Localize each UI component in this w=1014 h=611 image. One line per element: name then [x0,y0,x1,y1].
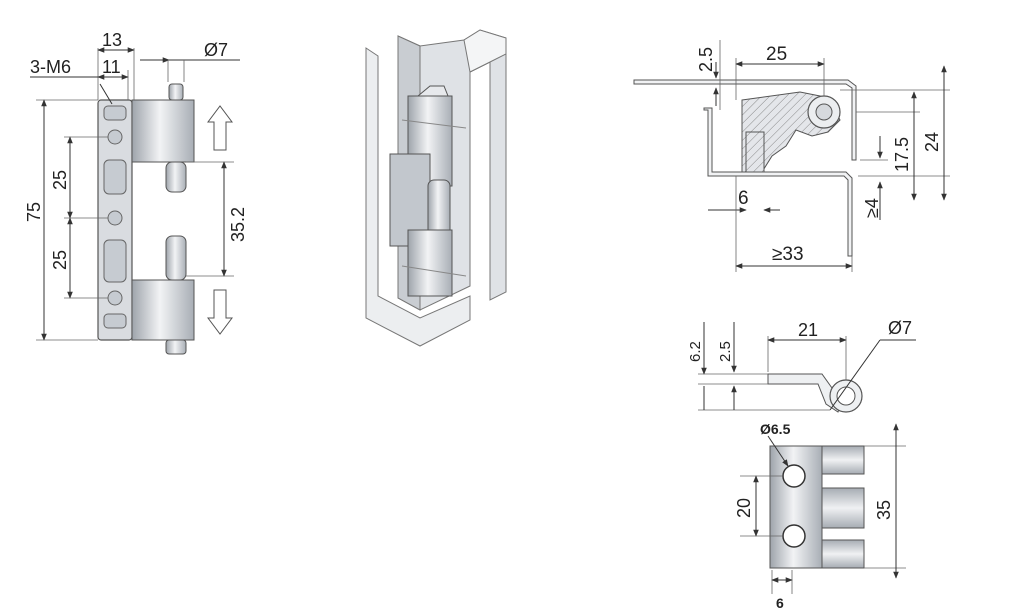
isometric-view [365,29,507,347]
front-view: 13 11 3-M6 Ø7 75 25 25 35.2 [24,30,248,355]
mounting-hole [107,210,123,226]
mounting-hole [107,129,123,145]
arrow-down-icon [207,289,233,335]
pin-top [165,161,187,193]
dim-25-top: 25 [50,170,70,190]
arrow-up-icon [207,105,233,151]
dim-17-5: 17.5 [892,137,912,172]
pin-bottom [165,235,187,281]
mounting-slot [103,239,127,283]
knuckle-bottom [131,279,195,341]
dim-leaf-2-5: 2.5 [717,341,734,362]
dim-25: 25 [766,44,787,65]
dim-gap-4: ≥4 [862,198,882,218]
dim-21: 21 [798,320,818,340]
leaf-knuckle [821,539,865,569]
section-view: 2.5 25 24 17.5 6 ≥4 ≥33 [633,40,950,272]
dim-35-2: 35.2 [228,207,248,242]
dim-13: 13 [102,30,122,50]
mounting-hole [107,290,123,306]
leaf-profile [767,373,843,413]
mounting-slot [103,105,127,121]
dim-11: 11 [102,57,121,77]
dim-25-bottom: 25 [50,250,70,270]
pin-cap-bottom [165,339,187,355]
dim-33: ≥33 [772,244,804,265]
pin-cap-top [168,83,184,101]
mounting-slot [103,313,127,329]
dim-leaf-6: 6 [776,595,784,611]
dim-20: 20 [734,498,754,518]
dim-2-5: 2.5 [696,47,716,72]
leaf-knuckle [821,487,865,529]
leaf-hole [782,524,806,548]
dim-6: 6 [738,188,749,209]
dim-leaf-pin-diameter: Ø7 [888,318,912,338]
iso-knuckle-bottom [407,229,453,297]
screw-section [745,131,765,173]
dim-thread: 3-M6 [30,57,71,77]
pin-center [815,103,833,121]
dim-hole-diameter: Ø6.5 [760,421,791,437]
frame-panel [365,47,471,347]
leaf-view: 6.2 2.5 21 Ø7 Ø6.5 20 35 6 [687,318,916,611]
mounting-slot [103,159,127,195]
knuckle-top [131,99,195,163]
door-sheet [633,79,857,161]
dim-pin-diameter: Ø7 [204,40,228,60]
leaf-knuckle [821,445,865,475]
dim-35: 35 [874,500,894,520]
dim-6-2: 6.2 [687,341,704,362]
leaf-hole [782,464,806,488]
dim-75: 75 [24,202,44,222]
iso-pin [427,179,451,237]
leaf-plate [769,445,823,569]
dim-24: 24 [922,132,942,152]
